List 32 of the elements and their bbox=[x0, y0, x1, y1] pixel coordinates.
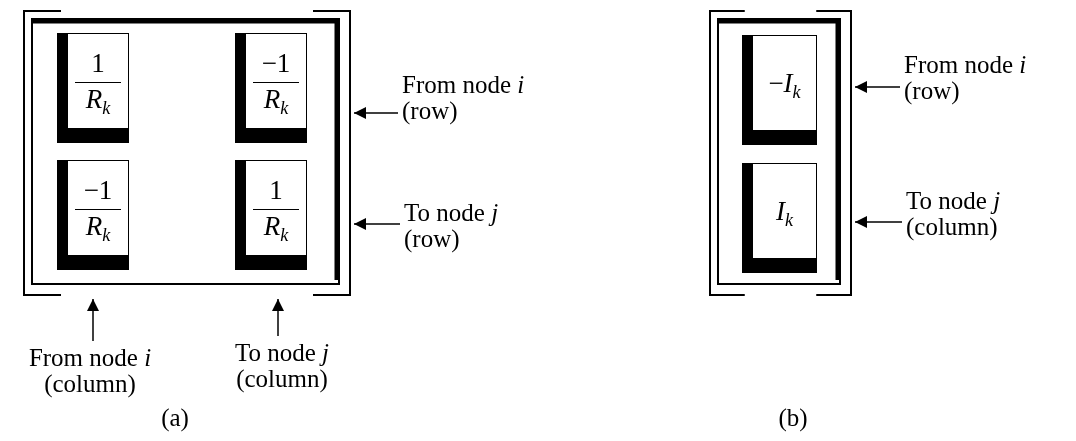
arrow bbox=[854, 216, 903, 228]
fraction-numerator: −1 bbox=[261, 49, 291, 78]
matrix-entry bbox=[235, 160, 307, 270]
arrow bbox=[272, 298, 284, 337]
matrix-entry bbox=[57, 33, 129, 143]
matrix-entry bbox=[57, 160, 129, 270]
fraction-denominator: R$_{k}$ bbox=[85, 84, 111, 113]
panel-label: (b) bbox=[777, 405, 809, 432]
panel-label: (a) bbox=[160, 405, 190, 432]
fraction-denominator: R$_{k}$ bbox=[85, 211, 111, 240]
matrix-entry bbox=[235, 33, 307, 143]
arrow bbox=[353, 218, 401, 230]
fraction-numerator: 1 bbox=[91, 49, 105, 78]
arrow bbox=[353, 107, 399, 119]
annotation-label: From node i (column) bbox=[5, 345, 175, 398]
fraction-numerator: −1 bbox=[83, 176, 113, 205]
annotation-label: To node j (column) bbox=[222, 340, 342, 393]
matrix-drawing bbox=[709, 10, 852, 296]
annotation-label: To node j (row) bbox=[404, 200, 524, 253]
matrix-drawing bbox=[23, 10, 351, 296]
arrow bbox=[854, 81, 901, 93]
matrix-entry bbox=[742, 35, 817, 145]
matrix-entry bbox=[742, 163, 817, 273]
matrix-term: −I$_{k}$ bbox=[768, 68, 801, 98]
arrow bbox=[87, 298, 99, 342]
annotation-label: From node i (row) bbox=[904, 52, 1039, 105]
annotation-label: From node i (row) bbox=[402, 72, 537, 125]
matrix-term: I$_{k}$ bbox=[776, 196, 793, 226]
fraction-denominator: R$_{k}$ bbox=[263, 211, 289, 240]
annotation-label: To node j (column) bbox=[906, 188, 1026, 241]
fraction-denominator: R$_{k}$ bbox=[263, 84, 289, 113]
fraction-numerator: 1 bbox=[269, 176, 283, 205]
